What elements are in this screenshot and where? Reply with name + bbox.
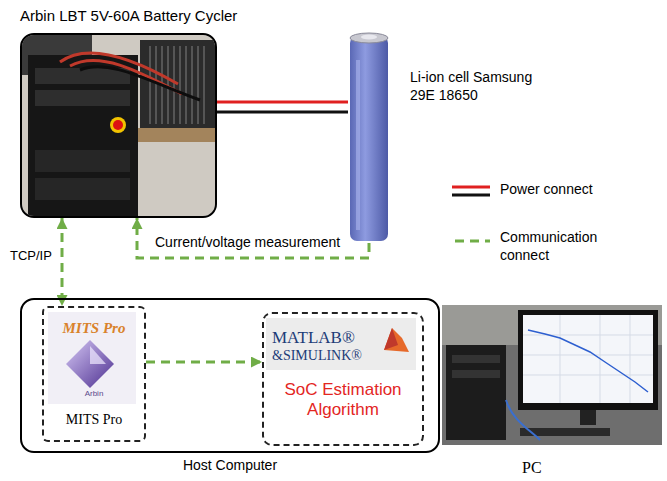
- cycler-box: Arbin LBT 5V-60A Battery Cycler: [20, 33, 217, 218]
- pc-photo-part: [446, 345, 506, 440]
- cycler-photo-part: [35, 150, 130, 172]
- matlab-logo-part: [384, 328, 409, 352]
- cycler-photo-part: [70, 61, 182, 94]
- legend-text: Communication connect: [500, 228, 610, 264]
- cycler-photo-part: [35, 178, 130, 200]
- pc-photo-part: [580, 410, 596, 425]
- pc-photo-part: [528, 330, 648, 392]
- node-text: MATLAB®: [272, 328, 422, 348]
- connector-line: [217, 111, 348, 114]
- pc-photo-part: [452, 370, 500, 378]
- legend-samples: [452, 187, 490, 241]
- pc-photo-part: [518, 310, 658, 410]
- pc-photo-part: [452, 355, 500, 363]
- node-text: MITS Pro: [44, 412, 144, 428]
- communication-connector: [146, 362, 262, 363]
- software-box: MITS ProArbinMITS Pro: [42, 306, 146, 442]
- node-text: MITS Pro: [44, 320, 144, 337]
- connector-line: [217, 101, 348, 104]
- pc-photo-part: [523, 315, 653, 403]
- mits-logo-part: [90, 346, 106, 364]
- cycler-photo-part: [110, 117, 126, 133]
- cycler-photo-part: [28, 55, 138, 216]
- pc-photo-part: [506, 400, 540, 440]
- node-text: Arbin: [44, 389, 144, 398]
- communication-connector: [137, 218, 369, 258]
- power-connector: [217, 102, 348, 112]
- legend-text: Power connect: [500, 180, 593, 198]
- node-text: SoC Estimation Algorithm: [264, 380, 422, 420]
- connector-label: TCP/IP: [10, 248, 52, 263]
- pc-photo-part: [523, 315, 653, 403]
- connector-line: [61, 218, 64, 306]
- battery-cell-drawing: [350, 33, 388, 241]
- connector-line: [146, 361, 262, 364]
- algorithm-box: MATLAB®&SIMULINK® SoC Estimation Algorith…: [262, 312, 424, 446]
- pc-photo-part: [442, 305, 662, 445]
- cycler-photo: [22, 35, 215, 216]
- mits-logo-part: [66, 340, 114, 388]
- battery-cell-drawing-part: [361, 35, 377, 40]
- battery-cell-drawing-part: [350, 36, 388, 241]
- communication-connector: [62, 218, 63, 306]
- cycler-photo-part: [113, 120, 123, 130]
- cycler-photo-part: [80, 67, 200, 100]
- node-text: Arbin LBT 5V-60A Battery Cycler: [20, 7, 213, 24]
- pc-photo: [442, 305, 662, 445]
- legend-samples-part: [455, 240, 490, 243]
- battery-cell: Li-ion cell Samsung 29E 18650: [348, 28, 390, 243]
- matlab-logo-part: [384, 328, 398, 350]
- legend-samples-part: [452, 186, 490, 189]
- connector-label: Current/voltage measurement: [155, 234, 340, 250]
- legend-samples-part: [452, 194, 490, 197]
- cycler-photo-part: [35, 90, 130, 106]
- photo-caption: PC: [522, 459, 542, 477]
- battery-cell-drawing-part: [350, 33, 388, 43]
- cycler-photo-part: [140, 40, 215, 130]
- connector-line: [137, 218, 369, 258]
- node-text: Li-ion cell Samsung 29E 18650: [410, 68, 560, 104]
- node-text: Host Computer: [22, 457, 438, 473]
- node-text: &SIMULINK®: [272, 348, 422, 364]
- host-computer-box: Host ComputerMITS ProArbinMITS ProMATLAB…: [20, 298, 440, 453]
- battery-cell-drawing-part: [356, 60, 360, 230]
